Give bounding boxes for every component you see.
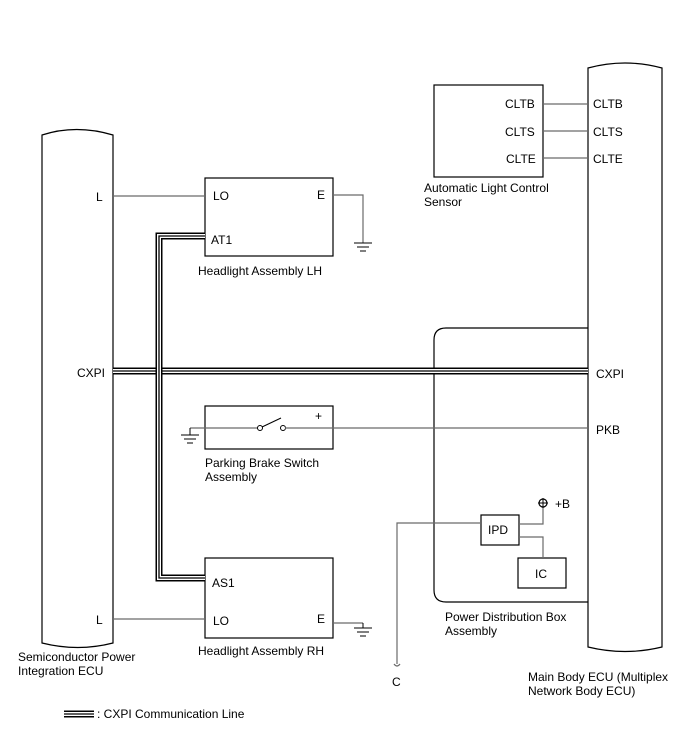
plus-b-label: +B <box>555 497 570 511</box>
ic-box <box>517 557 567 589</box>
headlight-lh-pin-e: E <box>317 188 325 202</box>
power-distribution-box: IPD IC +B C Power Distribution Box Assem… <box>392 327 588 689</box>
legend: : CXPI Communication Line <box>64 707 245 721</box>
headlight-rh-name: Headlight Assembly RH <box>198 644 324 658</box>
main-body-ecu-name-line2: Network Body ECU) <box>528 684 635 698</box>
semiconductor-ecu-name-line2: Integration ECU <box>18 664 103 678</box>
parking-brake-switch-assembly: + Parking Brake Switch Assembly <box>181 405 588 484</box>
headlight-lh-pin-lo: LO <box>213 189 229 203</box>
main-body-ecu-pin-cltb: CLTB <box>593 97 623 111</box>
power-distribution-box-outline <box>433 327 588 603</box>
ipd-label: IPD <box>488 523 508 537</box>
ipd-to-ic-wire <box>519 536 544 558</box>
headlight-lh-ground-wire <box>333 194 364 243</box>
ipd-to-connector-c-wire <box>396 522 481 664</box>
headlight-assembly-lh: LO E AT1 Headlight Assembly LH <box>113 177 372 278</box>
light-sensor-pin-cltb: CLTB <box>505 97 535 111</box>
main-body-ecu-name-line1: Main Body ECU (Multiplex <box>528 670 668 684</box>
headlight-rh-pin-e: E <box>317 612 325 626</box>
main-body-ecu-body <box>587 62 663 653</box>
headlight-lh-box <box>204 177 334 257</box>
light-sensor-pin-clts: CLTS <box>505 125 535 139</box>
ground-icon <box>354 623 372 637</box>
cxpi-bus <box>113 232 588 582</box>
parking-brake-switch-name-line1: Parking Brake Switch <box>205 456 319 470</box>
headlight-rh-box <box>204 557 334 639</box>
ic-label: IC <box>535 567 547 581</box>
power-distribution-box-name-line2: Assembly <box>445 624 497 638</box>
light-sensor-name-line1: Automatic Light Control <box>424 181 549 195</box>
main-body-ecu-pin-clte: CLTE <box>593 152 623 166</box>
connector-c-break-icon <box>393 663 401 667</box>
main-body-ecu-pin-cxpi: CXPI <box>596 367 624 381</box>
connector-c-label: C <box>392 675 401 689</box>
semiconductor-ecu-pin-l-bottom: L <box>96 613 103 627</box>
power-distribution-box-name-line1: Power Distribution Box <box>445 610 566 624</box>
light-sensor-name-line2: Sensor <box>424 195 462 209</box>
ipd-box <box>480 514 520 546</box>
semiconductor-ecu-pin-l-top: L <box>96 190 103 204</box>
parking-brake-switch-plus: + <box>315 409 322 423</box>
semiconductor-ecu-body <box>41 128 114 649</box>
parking-brake-switch-name-line2: Assembly <box>205 470 257 484</box>
headlight-assembly-rh: AS1 LO E Headlight Assembly RH <box>113 557 372 658</box>
switch-contact-icon <box>257 417 286 431</box>
ipd-to-plus-b-wire <box>519 507 544 525</box>
semiconductor-ecu: L CXPI L Semiconductor Power Integration… <box>18 128 135 678</box>
headlight-rh-pin-as1: AS1 <box>212 576 235 590</box>
light-sensor-box <box>433 84 544 178</box>
cxpi-bus-branch <box>155 232 205 582</box>
main-body-ecu-pin-clts: CLTS <box>593 125 623 139</box>
semiconductor-ecu-name-line1: Semiconductor Power <box>18 650 135 664</box>
plus-b-terminal-icon <box>538 498 548 508</box>
legend-label: : CXPI Communication Line <box>97 707 245 721</box>
headlight-lh-pin-at1: AT1 <box>211 233 232 247</box>
light-sensor-pin-clte: CLTE <box>506 152 536 166</box>
main-body-ecu: CLTB CLTS CLTE CXPI PKB Main Body ECU (M… <box>528 62 668 698</box>
headlight-rh-pin-lo: LO <box>213 614 229 628</box>
ground-icon <box>354 242 372 252</box>
ground-icon <box>181 428 199 444</box>
headlight-lh-name: Headlight Assembly LH <box>198 264 322 278</box>
automatic-light-control-sensor: CLTB CLTS CLTE Automatic Light Control S… <box>424 84 588 209</box>
semiconductor-ecu-pin-cxpi: CXPI <box>77 366 105 380</box>
main-body-ecu-pin-pkb: PKB <box>596 423 620 437</box>
